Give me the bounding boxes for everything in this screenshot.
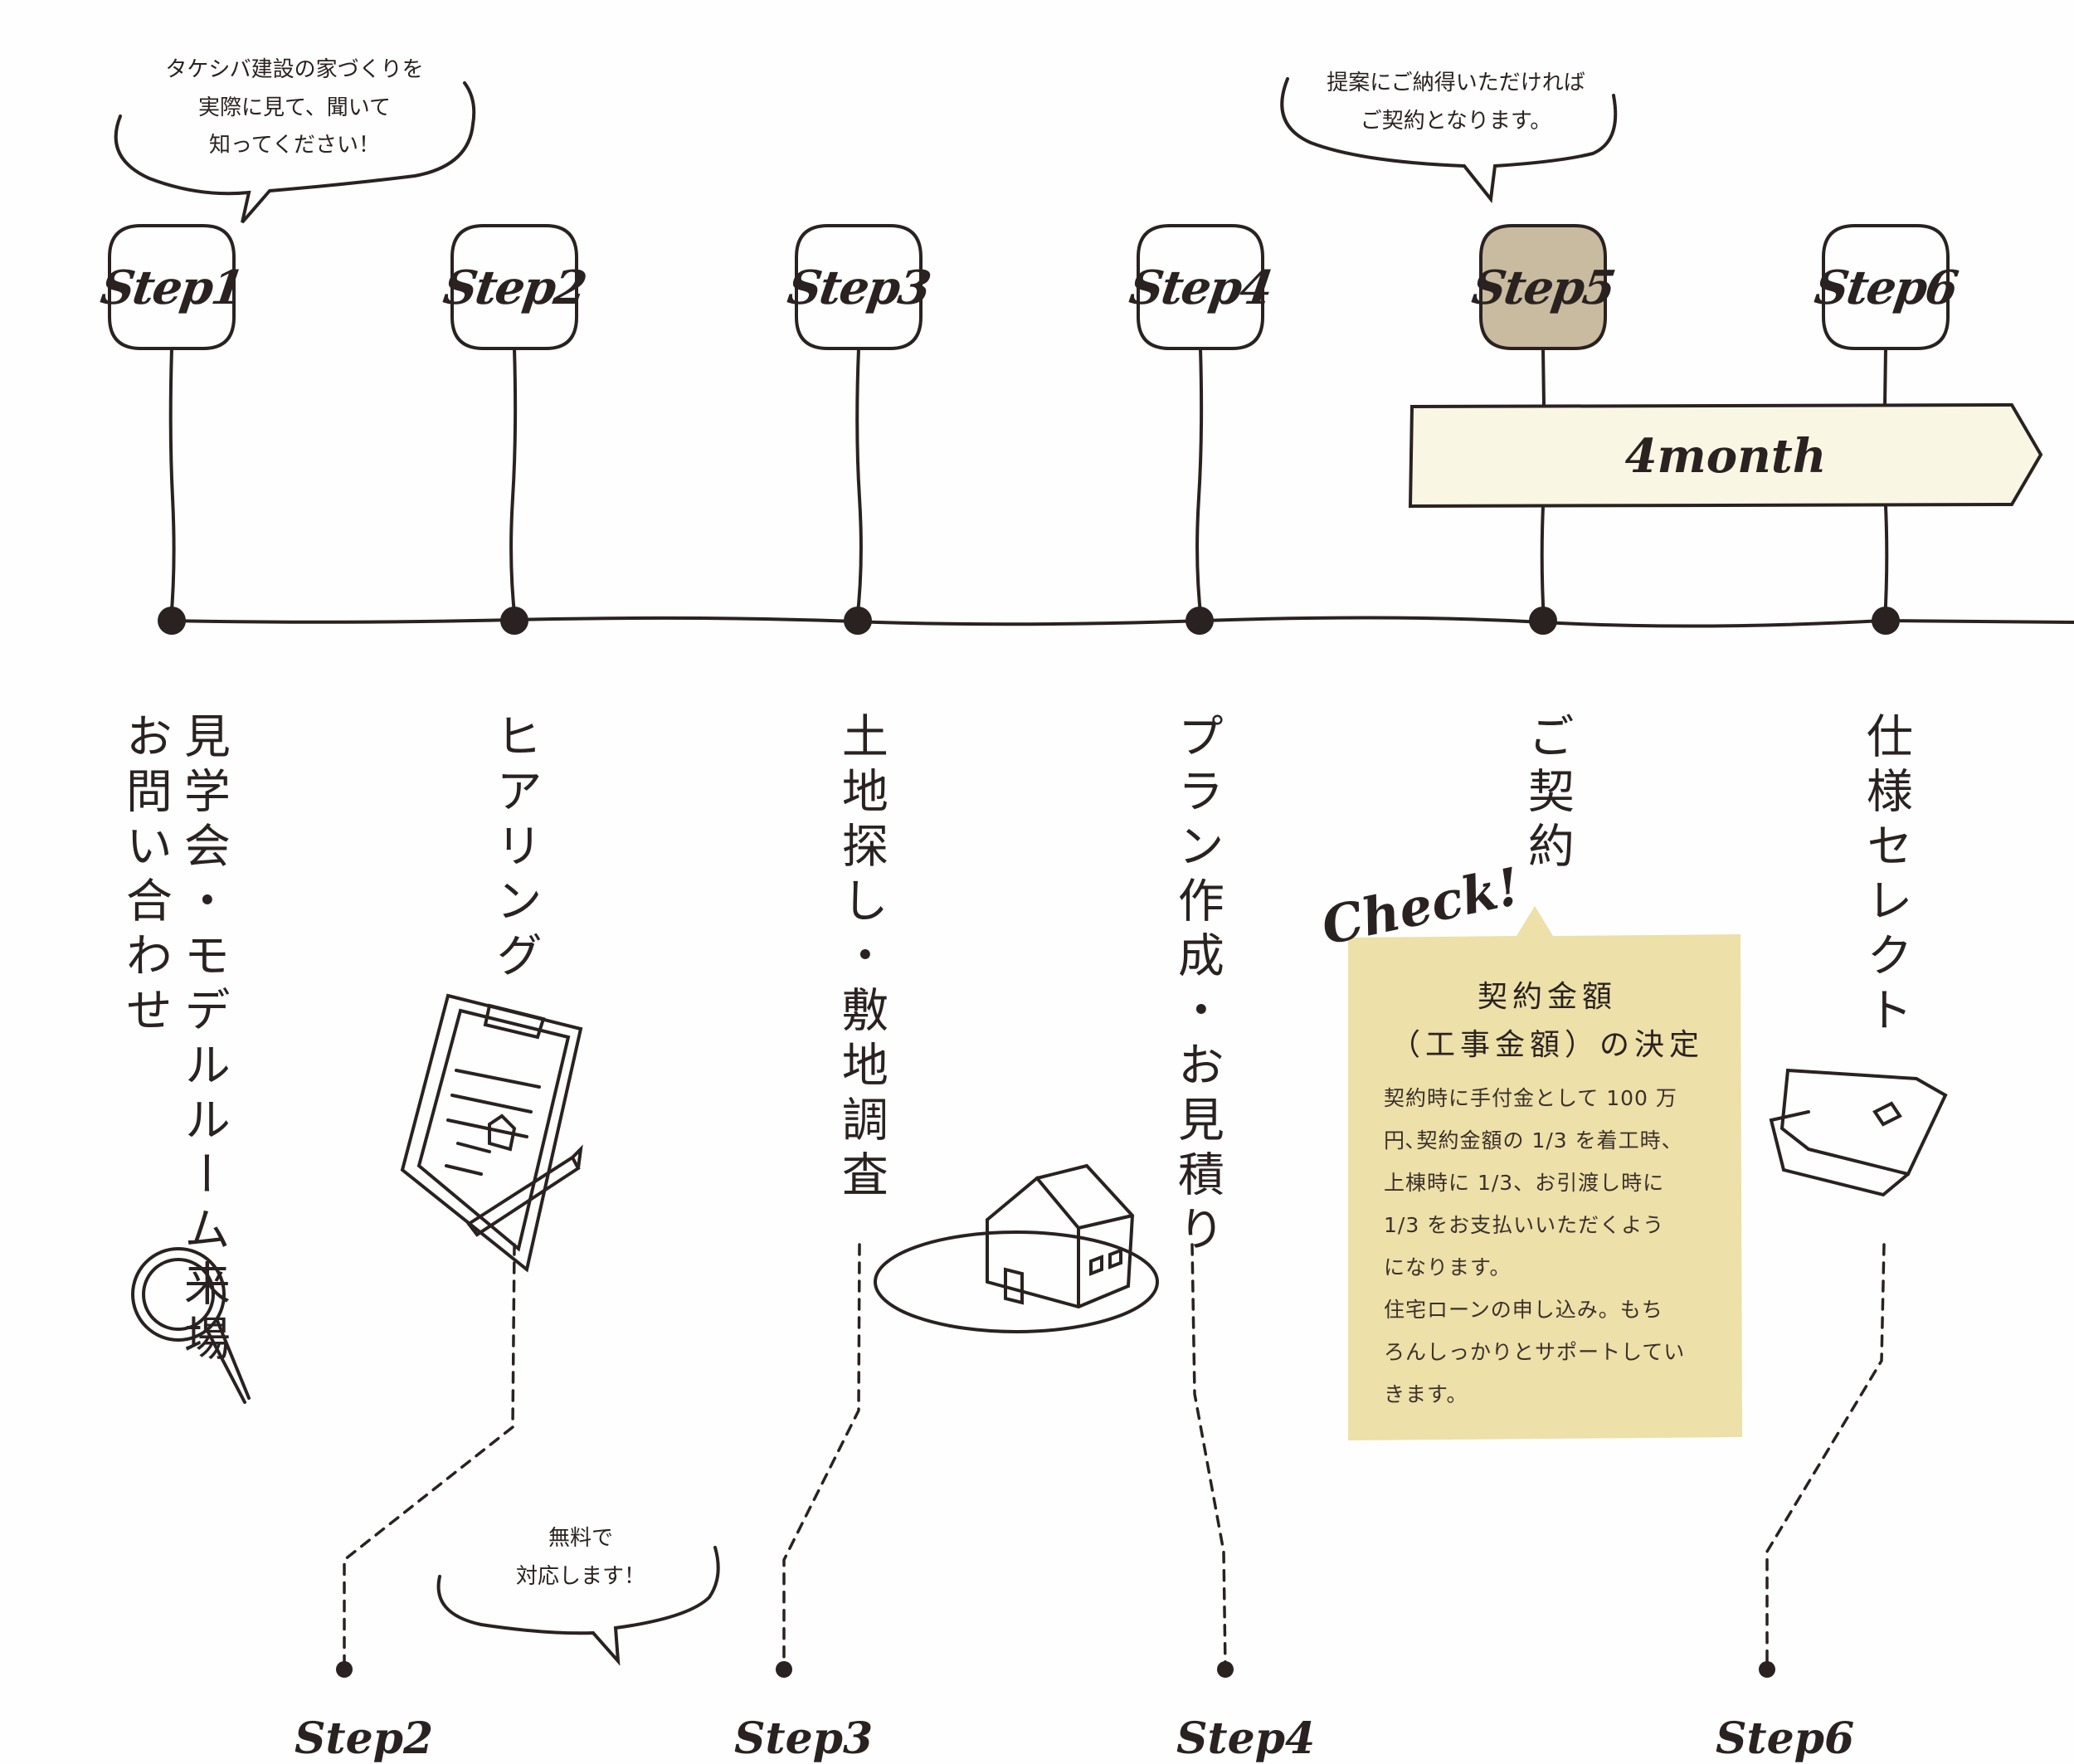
note-title-line2: （工事金額）の決定 [1390,1028,1704,1062]
step1-title: 見学会・モデルルーム来場 [176,712,231,1369]
timeline-line [168,616,2074,628]
house-icon-base [874,1230,1159,1333]
magnifier-icon-lens [131,1247,226,1342]
note-title-line1: 契約金額 [1477,980,1617,1014]
bubble-step1-line3: 知ってください！ [209,133,380,158]
dot-step1 [158,607,186,635]
dash-step3 [782,1243,861,1669]
step3-title: 土地探し・敷地調査 [834,712,889,1205]
dash-step4 [1190,1243,1227,1669]
bubble-step5-line1: 提案にご納得いただければ [1327,71,1585,95]
note-body-line: 円､契約金額の 1/3 を着工時、 [1384,1128,1683,1152]
dash-step6 [1765,1243,1886,1669]
note-box-frame [1348,906,1742,1440]
dot-step2 [500,607,528,635]
stem-step5-top [1541,347,1546,407]
step2-title: ヒアリング [488,712,543,986]
bottom-dot-step2 [336,1661,353,1678]
note-body-line: になります。 [1384,1255,1512,1279]
bubble-step5-outline [1280,77,1618,203]
bottom-dot-step6 [1759,1661,1775,1678]
bottom-dot-step3 [776,1661,792,1678]
duration-arrow-frame [1408,402,2043,509]
note-body-line: 契約時に手付金として 100 万 [1384,1086,1677,1110]
step2-badge: Step2 [440,226,588,350]
badge-step2-frame [450,224,578,350]
bottom-dot-step4 [1217,1661,1234,1678]
bubble-step5: 提案にご納得いただければ ご契約となります。 [1307,65,1605,140]
badge-step3-frame [795,224,923,350]
note-body-line: 住宅ローンの申し込み。もち [1384,1298,1663,1322]
bubble-free-line1: 無料で [548,1526,613,1551]
step4-badge: Step4 [1126,226,1274,350]
badge-step1-frame [108,224,236,350]
badge-step6-frame [1822,224,1950,350]
step1-badge-label: Step1 [97,261,246,315]
bubble-free: 無料で 対応します！ [465,1520,697,1596]
stem-step5-bottom [1540,504,1546,622]
bubble-step1: タケシバ建設の家づくりを 実際に見て、聞いて 知ってください！ [145,51,444,165]
bubble-step1-line1: タケシバ建設の家づくりを [165,57,424,82]
bubble-free-outline [436,1546,720,1666]
step6-title: 仕様セレクト [1858,712,1913,1040]
dot-step4 [1185,607,1214,635]
magnifier-icon-handle [204,1319,251,1404]
step6-badge-label: Step6 [1811,261,1960,315]
note-body-line: ろんしっかりとサポートしてい [1384,1340,1686,1364]
bubble-free-line2: 対応します！ [515,1563,645,1589]
step3-badge: Step3 [784,226,932,350]
books-icon [1769,1068,1948,1197]
stem-step6-bottom [1883,504,1889,622]
bottom-step6-label: Step6 [1716,1713,1855,1764]
duration-arrow-label: 4month [1624,429,1827,484]
badge-step5-frame [1479,224,1607,350]
bottom-step3-label: Step3 [734,1713,874,1764]
bottom-step4-label: Step4 [1176,1713,1316,1764]
step3-badge-label: Step3 [784,261,933,315]
step5-badge-label: Step5 [1468,261,1618,315]
bottom-step2-label: Step2 [295,1713,434,1764]
stem-step4 [1195,347,1204,622]
step4-title: プラン作成・お見積り [1170,712,1224,1260]
stem-step2 [509,347,518,622]
step1-title-line2: お問い合わせ [118,712,173,1040]
dash-step2 [343,1243,516,1669]
stem-step1 [168,347,176,622]
dot-step5 [1529,607,1557,635]
stem-step3 [855,347,863,622]
note-body-line: 1/3 をお支払いいただくよう [1384,1213,1665,1237]
badge-step4-frame [1137,224,1264,350]
note-body-line: きます。 [1384,1382,1468,1406]
house-icon-body [986,1163,1135,1308]
dot-step6 [1872,607,1900,635]
note-body: 契約時に手付金として 100 万 円､契約金額の 1/3 を着工時、 上棟時に … [1384,1077,1716,1416]
dot-step3 [844,607,872,635]
step6-badge: Step6 [1811,226,1960,350]
note-body-line: 上棟時に 1/3、お引渡し時に [1384,1171,1665,1195]
step4-badge-label: Step4 [1126,261,1275,315]
bubble-step5-line2: ご契約となります。 [1360,108,1552,134]
step2-badge-label: Step2 [440,261,589,315]
pencil-icon [466,1144,583,1237]
bubble-step1-line2: 実際に見て、聞いて [198,95,391,120]
step5-badge: Step5 [1468,226,1617,350]
stem-step6-top [1883,347,1887,407]
step5-title: ご契約 [1520,712,1575,876]
bubble-step1-outline [114,81,476,224]
step1-badge: Step1 [97,226,246,350]
